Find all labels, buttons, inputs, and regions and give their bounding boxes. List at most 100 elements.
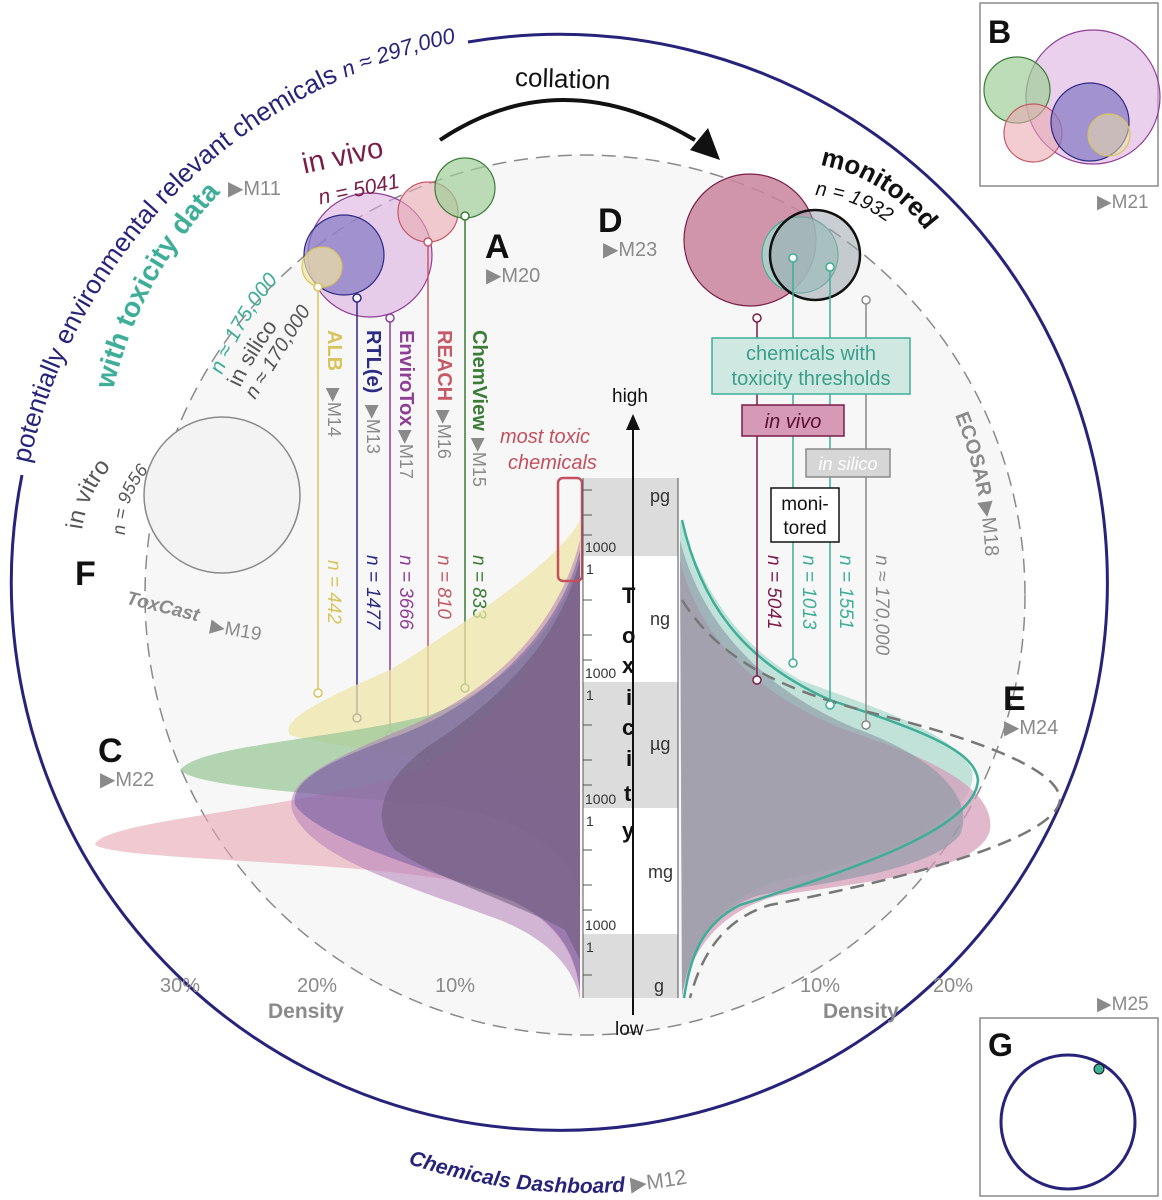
density-chemview [180,560,580,900]
tox-letter-5: i [626,746,632,771]
db-reach-count: n = 810 [433,555,454,619]
density-core [381,560,580,960]
tox-letter-1: o [622,623,635,648]
db-chemview-count: n = 833 [468,555,489,619]
most-toxic-line1: most toxic [500,426,590,448]
left-tick-10: 10% [435,975,475,997]
panel-d-dots [752,253,871,730]
density-monitored-right [680,540,964,995]
monitored-box-line2: tored [783,518,826,539]
density-silico-dashed [680,599,1062,999]
tick-1-a: 1 [586,561,594,577]
band-ug [583,682,678,808]
right-density-title: Density [823,1000,899,1023]
collation-label: collation [515,62,611,95]
invivo-box-label: in vivo [765,411,822,433]
unit-g: g [654,976,664,996]
tick-1000-a: 1000 [585,539,616,555]
panel-g-frame [979,1017,1159,1197]
panel-b: B [988,14,1011,50]
right-count-silico: n ≈ 170,000 [871,555,892,656]
panel-b-ref: ▶M21 [1097,192,1149,213]
panel-c-ref: ▶M22 [100,769,154,791]
insilico-box-label: in silico [818,454,877,474]
unit-pg: pg [650,486,670,506]
axis-high: high [612,386,648,407]
right-density-group [680,519,1062,999]
db-rtl-name: RTL(e) [362,330,384,393]
insilico-box [805,448,891,478]
tox-letter-7: y [622,818,635,843]
invivo-box [741,404,845,437]
tick-1000-b: 1000 [585,665,616,681]
invitro-circle [143,416,301,574]
toxicity-axis: high low pg ng µg mg g 1000 1 1000 1 100… [582,386,679,1040]
panel-g-ref: ▶M25 [1097,994,1149,1015]
tick-1000-c: 1000 [585,791,616,807]
left-density-title: Density [268,1000,344,1023]
db-rtl-count: n = 1477 [362,555,383,631]
density-teal-line [680,519,980,999]
axis-low: low [615,1019,644,1040]
panel-e-ref: ▶M24 [1004,717,1058,739]
right-count-invivo: n = 5041 [763,555,784,630]
g-small-circle [1093,1063,1105,1075]
right-tick-20: 20% [933,975,973,997]
tick-1-d: 1 [586,939,594,955]
g-outer-circle [999,1053,1137,1191]
thresholds-line1: chemicals with [746,343,876,365]
tick-1000-d: 1000 [585,917,616,933]
invivo-label: in vivo [299,132,386,180]
left-tick-20: 20% [297,975,337,997]
db-reach-name: REACH [433,330,455,401]
panel-a-ref: ▶M20 [486,265,540,287]
chemview-circle [434,157,496,219]
tick-1-c: 1 [586,813,594,829]
tox-letter-2: x [622,653,635,678]
thresholds-box [711,337,911,395]
monitored-box [770,487,840,543]
panel-d: D [598,202,623,240]
band-ng [583,556,678,682]
band-pg [583,478,678,556]
right-count-teal2: n = 1551 [835,555,856,630]
db-alb-name: ALB [323,330,345,371]
band-mg [583,808,678,934]
panel-c: C [98,732,123,770]
alb-circle [301,246,343,288]
database-labels: ALB ▶M14 n = 442 RTL(e) ▶M13 n = 1477 En… [323,330,490,631]
right-count-teal1: n = 1013 [798,555,819,630]
axis-arrowhead [626,414,640,430]
db-chemview-ref: ▶M15 [469,438,489,487]
most-toxic-line2: chemicals [508,452,597,474]
outer-boundary-arc [9,32,1109,1132]
unit-ug: µg [650,734,670,754]
panel-a: A [485,228,510,266]
unit-ng: ng [650,609,670,629]
collation-arrowhead [690,128,720,160]
tox-letter-6: t [624,781,632,806]
left-density-group [95,520,580,1000]
tox-letter-0: T [622,583,636,608]
left-tick-30: 30% [160,975,200,997]
thresholds-line2: toxicity thresholds [732,368,891,390]
vitro-label: in vitro [61,453,115,531]
band-g [583,934,678,998]
db-chemview-name: ChemView [468,330,490,431]
tox-letter-4: c [622,715,634,740]
right-tick-10: 10% [800,975,840,997]
panel-d-ref: ▶M23 [603,239,657,261]
tox-letter-3: i [626,685,632,710]
collation-arrow [438,98,697,142]
db-reach-ref: ▶M16 [434,410,454,459]
b-alb-circle [1087,113,1131,157]
most-toxic-box [556,476,584,583]
panel-f: F [75,555,96,593]
db-envirotox-ref: ▶M17 [396,430,416,479]
db-envirotox-count: n = 3666 [395,555,416,630]
tick-1-b: 1 [586,687,594,703]
monitored-box-line1: moni- [781,494,829,515]
toxdata-ref: ▶M11 [228,178,281,200]
panel-e: E [1003,680,1026,718]
db-envirotox-name: EnviroTox [395,330,417,426]
